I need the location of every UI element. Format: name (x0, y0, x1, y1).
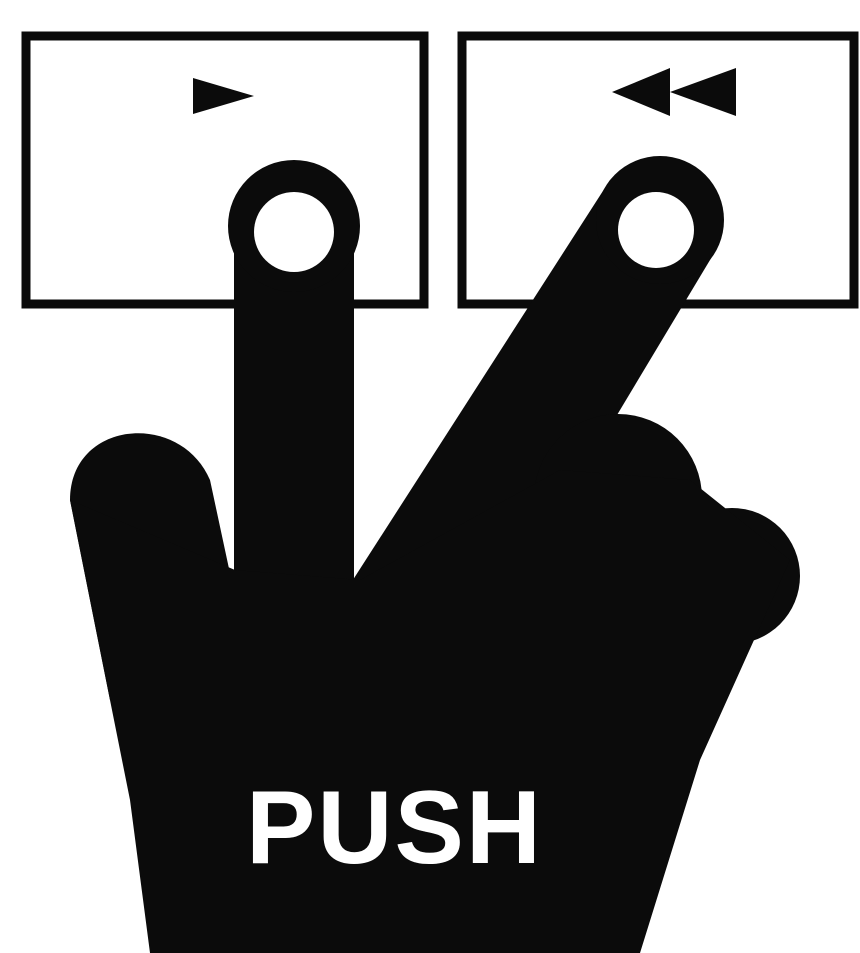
play-button-frame (26, 36, 424, 304)
play-button (26, 36, 424, 304)
push-label: PUSH (246, 776, 543, 880)
index-fingernail (254, 192, 334, 272)
middle-fingernail (618, 192, 694, 268)
